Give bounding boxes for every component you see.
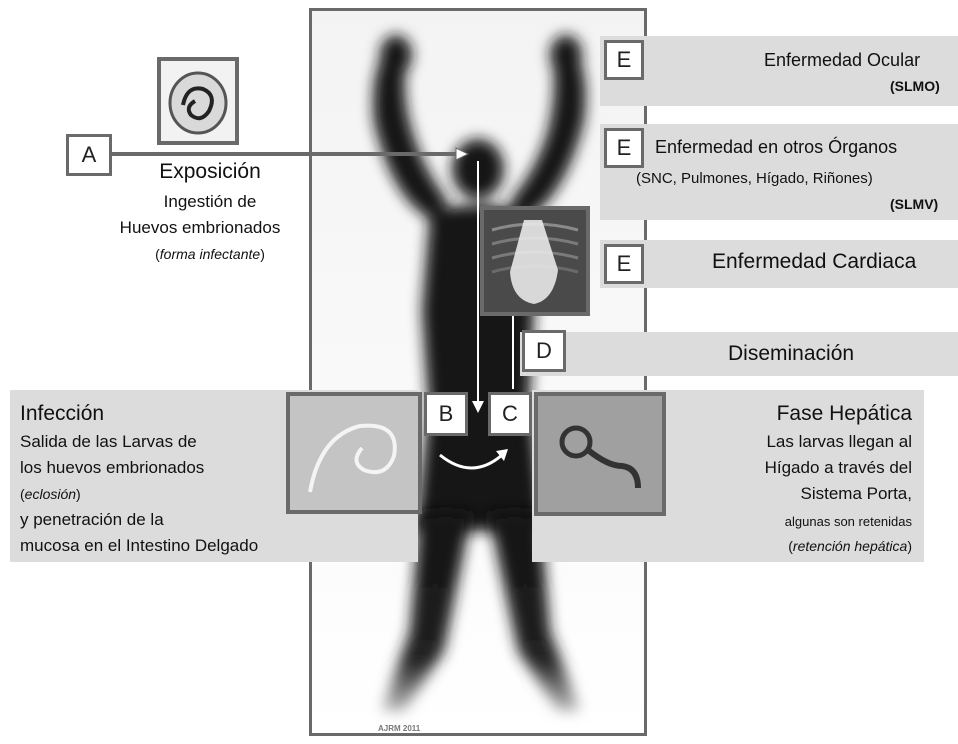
larva-hatching-image <box>286 392 422 514</box>
stage-a-line2: Huevos embrionados <box>119 218 281 237</box>
stage-c-line3: Sistema Porta, <box>800 484 913 503</box>
stage-a-letter: A <box>66 134 112 176</box>
human-silhouette <box>373 35 586 711</box>
stage-e-ocular-abbr: (SLMO) <box>890 78 940 94</box>
stage-e-cardiac-band <box>600 240 958 288</box>
stage-b-title: Infección <box>20 402 105 425</box>
stage-d-letter: D <box>522 330 566 372</box>
larva-tissue-icon <box>538 396 662 512</box>
chest-xray-icon <box>484 210 586 312</box>
stage-a-title: Exposición <box>159 160 261 183</box>
stage-e-ocular-band <box>600 36 958 106</box>
stage-a-line1: Ingestión de <box>163 192 257 211</box>
stage-e-ocular-title: Enfermedad Ocular <box>764 50 921 70</box>
stage-e-cardiac-title: Enfermedad Cardiaca <box>712 250 917 273</box>
stage-e-organs-title: Enfermedad en otros Órganos <box>655 137 898 157</box>
stage-c-title: Fase Hepática <box>776 402 912 425</box>
stage-c-line4: algunas son retenidas <box>784 514 912 529</box>
stage-e-organs-abbr: (SLMV) <box>890 196 939 212</box>
stage-c-note: (retención hepática) <box>788 538 912 554</box>
stage-e-organs-band <box>600 124 958 220</box>
stage-d-title: Diseminación <box>728 342 855 365</box>
stage-b-line2: los huevos embrionados <box>20 458 205 477</box>
egg-image <box>157 57 239 145</box>
larva-spiral-icon <box>290 396 418 510</box>
chest-xray-image <box>480 206 590 316</box>
stage-b-line4: mucosa en el Intestino Delgado <box>20 536 259 555</box>
stage-a-note: (forma infectante) <box>155 246 265 262</box>
stage-e-organs-detail: (SNC, Pulmones, Hígado, Riñones) <box>636 170 873 187</box>
stage-e-cardiac-letter: E <box>604 244 644 284</box>
stage-d-band <box>520 332 958 376</box>
stage-b-line1: Salida de las Larvas de <box>20 432 197 451</box>
credit-text: AJRM 2011 <box>378 724 421 733</box>
stage-b-line3: y penetración de la <box>20 510 164 529</box>
stage-e-ocular-letter: E <box>604 40 644 80</box>
liver-larva-image <box>534 392 666 516</box>
embryonated-egg-icon <box>168 71 228 135</box>
stage-c-line1: Las larvas llegan al <box>766 432 912 451</box>
stage-c-line2: Hígado a través del <box>764 458 912 477</box>
stage-e-organs-letter: E <box>604 128 644 168</box>
stage-b-note: (eclosión) <box>20 486 81 502</box>
stage-b-letter: B <box>424 392 468 436</box>
stage-c-letter: C <box>488 392 532 436</box>
